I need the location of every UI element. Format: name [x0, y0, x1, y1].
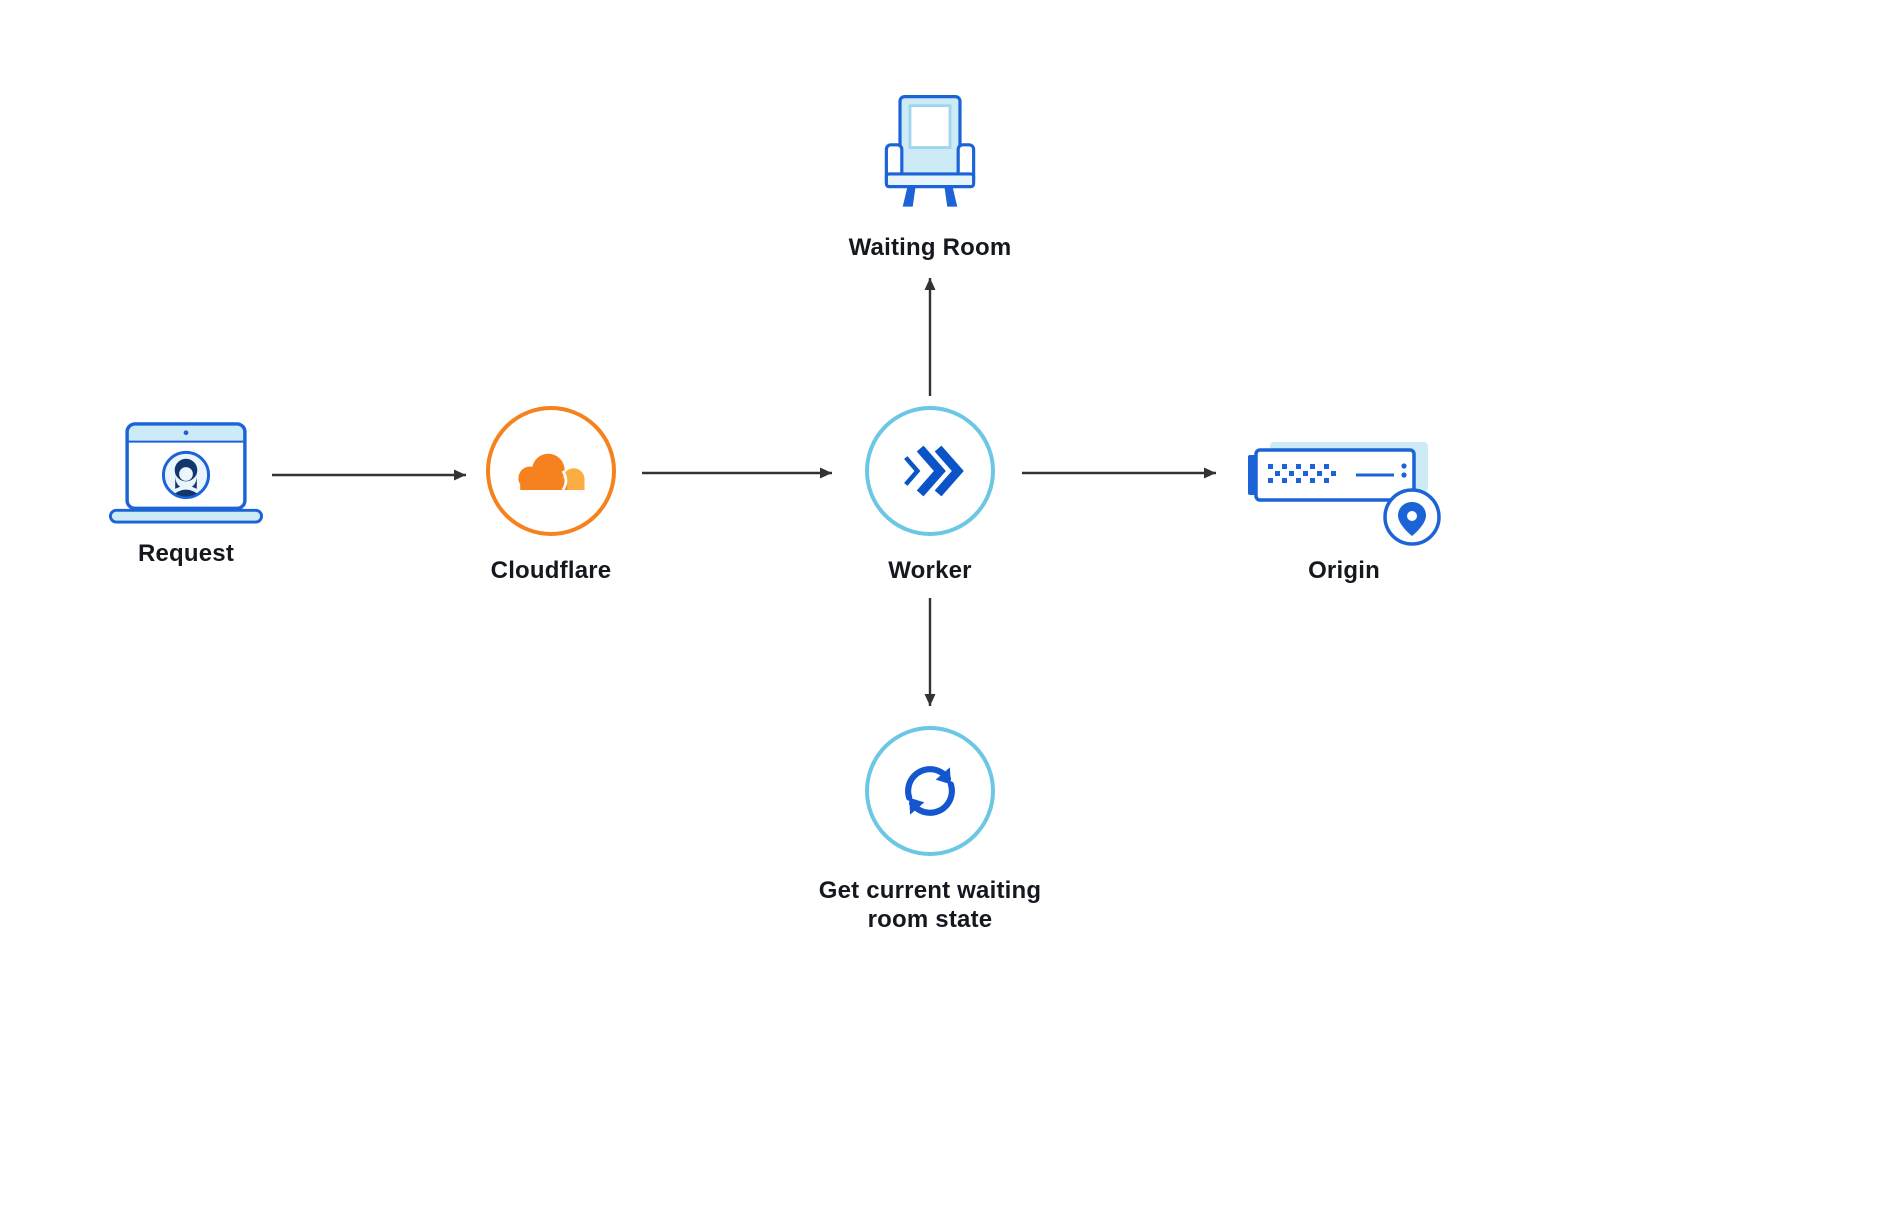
- armchair-icon: [880, 92, 980, 219]
- server-location-icon: [1244, 437, 1444, 554]
- sync-icon: [865, 726, 995, 856]
- node-label-waiting-room: Waiting Room: [848, 234, 1012, 261]
- node-label-request: Request: [137, 540, 235, 567]
- node-cloudflare: Cloudflare: [471, 406, 631, 585]
- node-worker: Worker: [850, 406, 1010, 585]
- laptop-user-icon: [102, 420, 270, 531]
- node-origin: Origin: [1244, 437, 1444, 585]
- node-label-waiting-state: Get current waiting room state: [818, 877, 1042, 933]
- node-label-cloudflare: Cloudflare: [490, 557, 612, 584]
- node-label-worker: Worker: [888, 557, 972, 584]
- node-request: Request: [98, 420, 274, 568]
- cloudflare-logo-icon: [486, 406, 616, 536]
- node-waiting-room: Waiting Room: [830, 92, 1030, 262]
- node-waiting-state: Get current waiting room state: [814, 726, 1046, 934]
- location-pin-icon: [1383, 488, 1441, 546]
- node-label-origin: Origin: [1308, 557, 1380, 584]
- workers-logo-icon: [865, 406, 995, 536]
